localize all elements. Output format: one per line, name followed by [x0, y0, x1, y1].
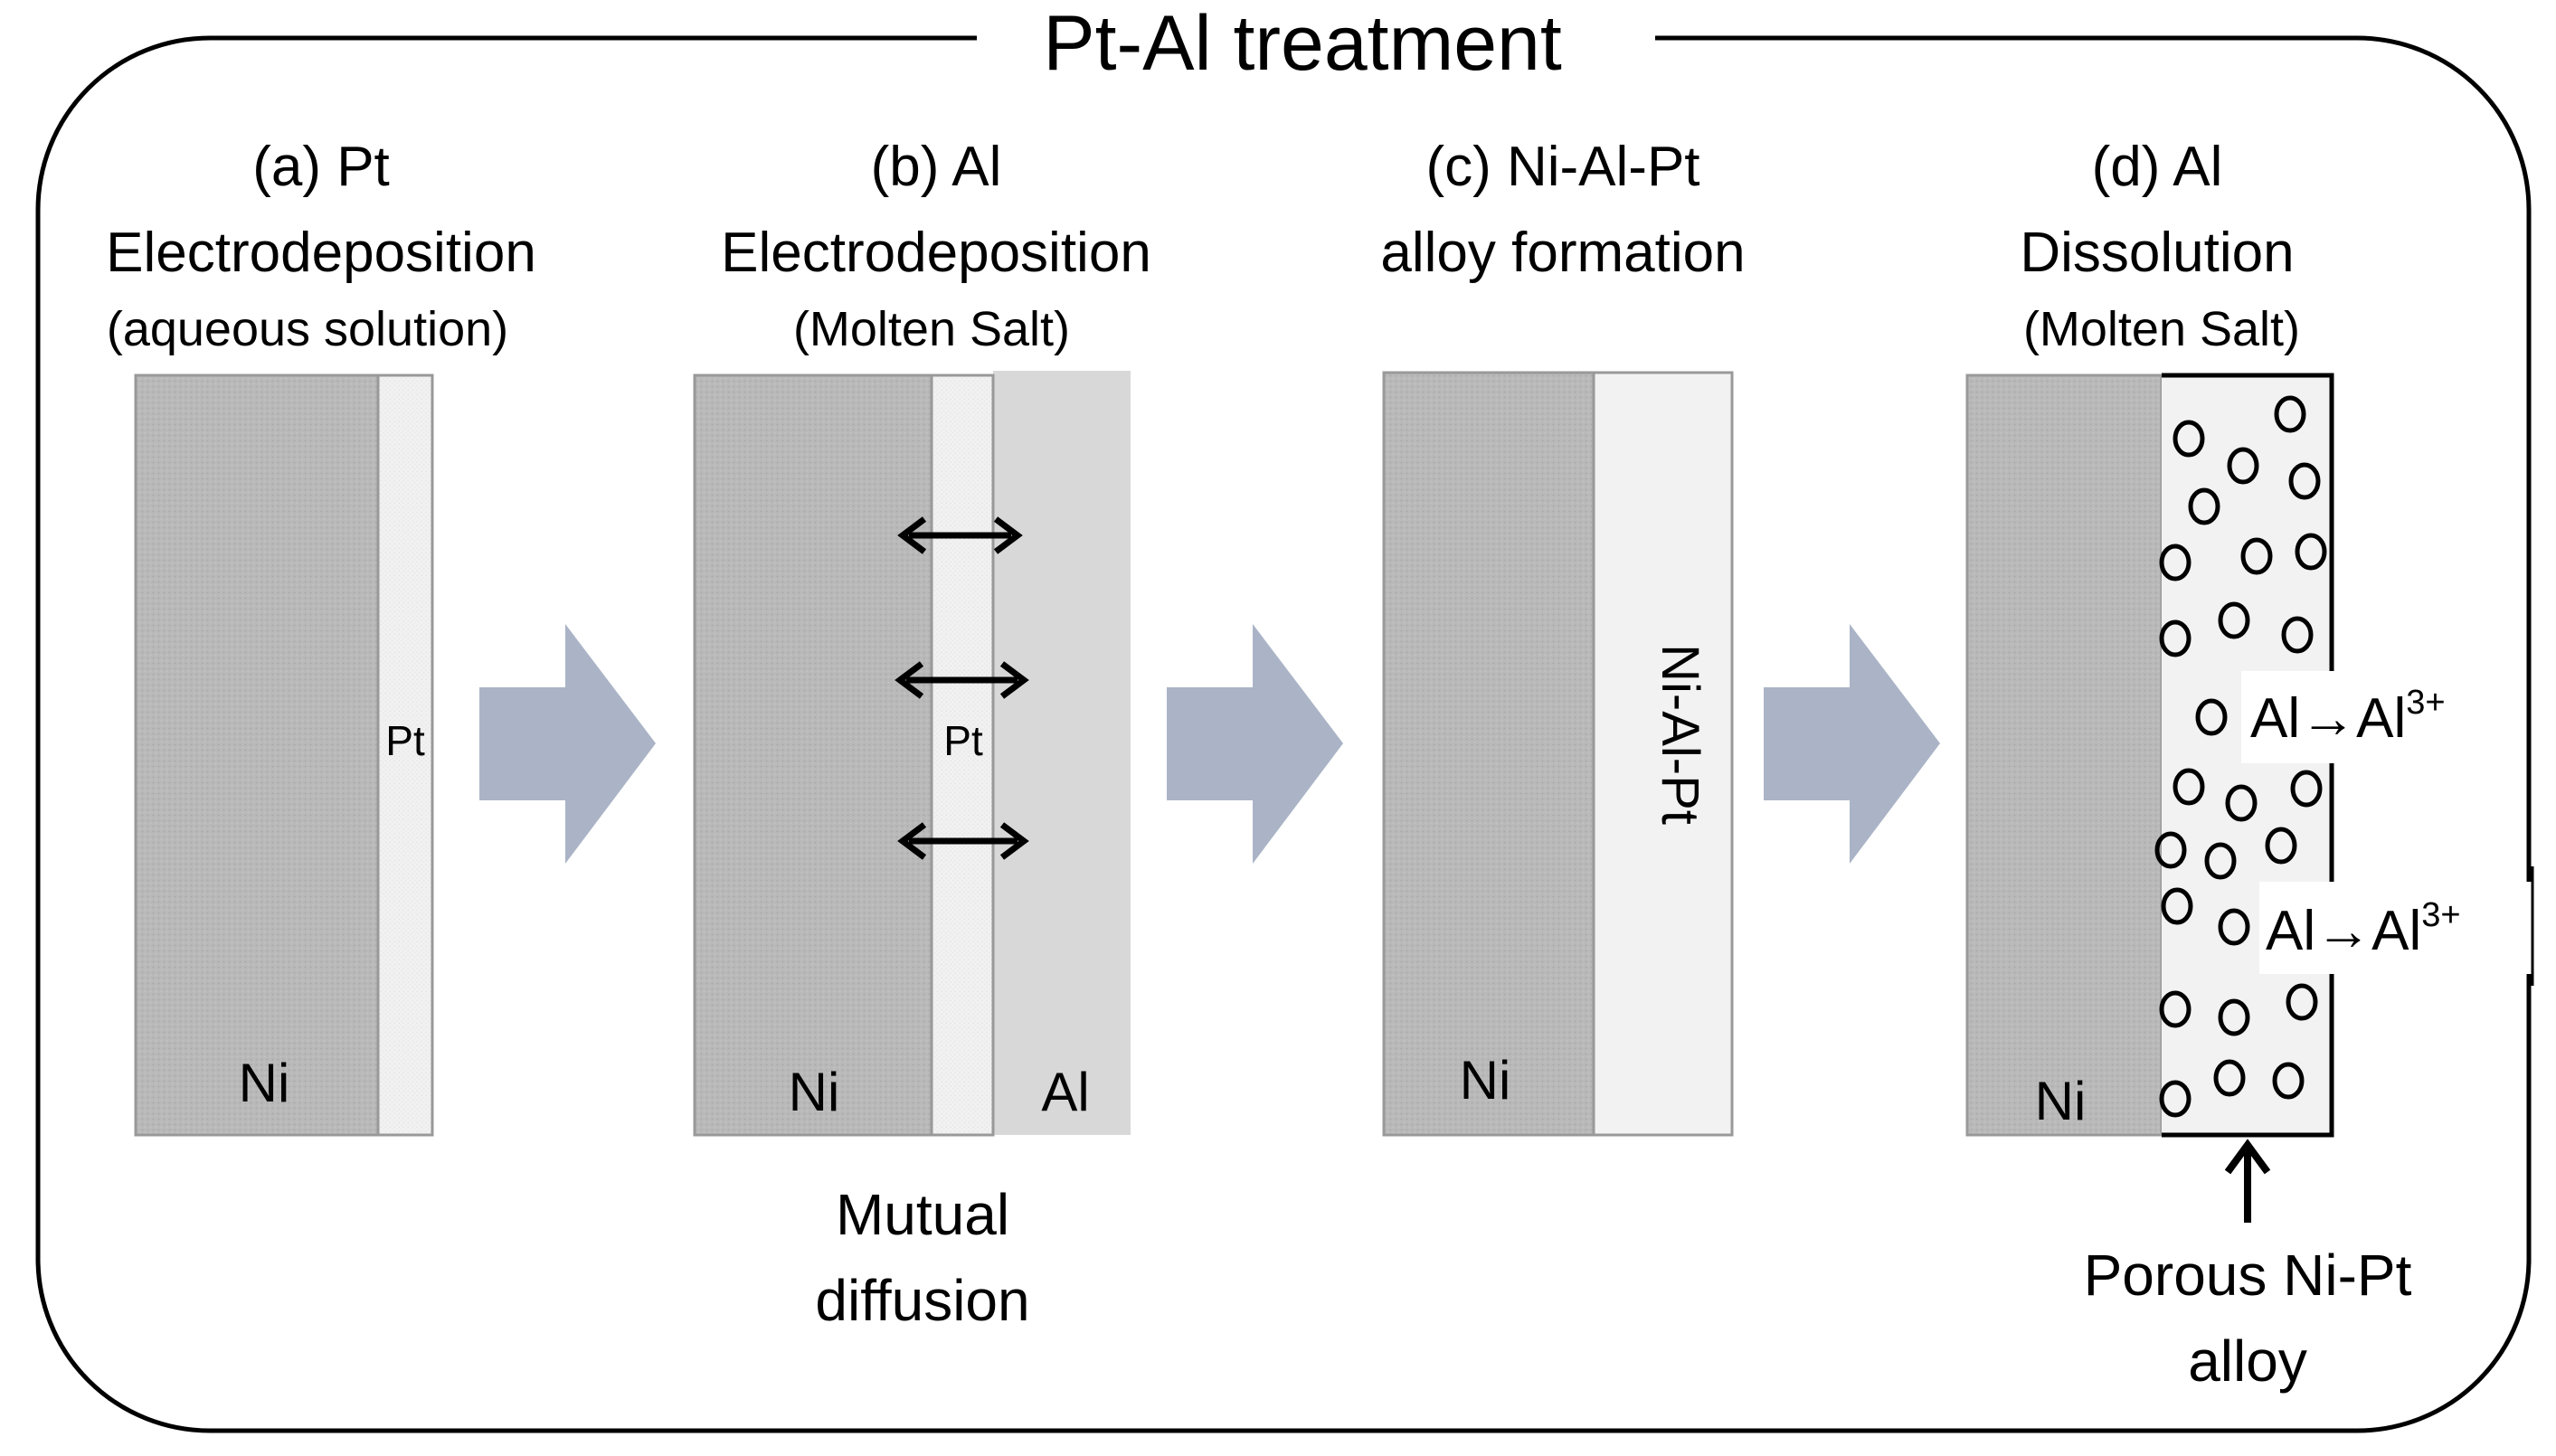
step-a-subheading: Electrodeposition	[106, 222, 536, 284]
step-c-subheading: alloy formation	[1380, 222, 1745, 284]
pore-icon	[2295, 533, 2327, 571]
reaction-label-bg	[2259, 882, 2534, 974]
mutual-diffusion-label-line2: diffusion	[815, 1268, 1029, 1333]
pt-label: Pt	[385, 717, 425, 764]
ni-label: Ni	[2035, 1071, 2087, 1131]
pore-icon	[2227, 447, 2259, 485]
pore-icon	[2204, 842, 2237, 880]
pore-icon	[2218, 908, 2250, 946]
ni-label: Ni	[789, 1062, 840, 1122]
step-b-heading: (b) Al	[871, 136, 1002, 198]
diagram-title: Pt-Al treatment	[1043, 0, 1562, 87]
pore-icon	[2159, 619, 2192, 657]
title-gap	[977, 18, 1655, 63]
diffusion-arrow-icon	[897, 822, 1029, 860]
pore-icon	[2173, 768, 2205, 806]
step-d-subheading: Dissolution	[2020, 222, 2294, 284]
porous-alloy-label-line1: Porous Ni-Pt	[2084, 1243, 2412, 1308]
pore-icon	[2240, 537, 2273, 575]
pore-icon	[2225, 784, 2258, 822]
reaction-label: Al→Al3+	[2250, 684, 2446, 750]
pt-layer	[930, 373, 995, 1137]
ni-label: Ni	[1460, 1050, 1511, 1111]
pore-icon	[2159, 990, 2192, 1028]
step-c-heading: (c) Ni-Al-Pt	[1425, 136, 1699, 198]
pore-icon	[2188, 487, 2220, 525]
reaction-label-bg	[2241, 671, 2494, 763]
pore-icon	[2290, 770, 2323, 808]
pore-icon	[2161, 887, 2193, 925]
pore-icon	[2159, 1080, 2192, 1118]
process-arrow-icon	[479, 624, 656, 864]
step-b-medium: (Molten Salt)	[793, 302, 1070, 356]
step-b-subheading: Electrodeposition	[721, 222, 1151, 284]
mutual-diffusion-label-line1: Mutual	[836, 1182, 1009, 1247]
pore-icon	[2218, 601, 2250, 639]
ni-label: Ni	[239, 1053, 290, 1113]
ni-layer	[693, 373, 933, 1137]
up-arrow-icon	[2224, 1139, 2271, 1223]
ni-layer	[1382, 371, 1595, 1137]
pore-icon	[2213, 1059, 2246, 1097]
ni-al-pt-alloy-layer	[1592, 371, 1734, 1137]
step-d-heading: (d) Al	[2092, 136, 2223, 198]
diffusion-arrow-icon	[895, 661, 1029, 699]
pore-icon	[2288, 462, 2321, 500]
pore-icon	[2272, 1062, 2305, 1100]
diffusion-arrow-icon	[897, 516, 1023, 554]
pore-icon	[2159, 544, 2192, 581]
step-a-heading: (a) Pt	[252, 136, 390, 198]
pore-icon	[2154, 831, 2187, 869]
pore-icon	[2265, 827, 2297, 865]
pore-icon	[2274, 395, 2306, 433]
al-label: Al	[1041, 1062, 1089, 1122]
pore-icon	[2195, 698, 2228, 736]
pt-layer	[376, 373, 434, 1137]
ni-layer	[1965, 373, 2163, 1137]
step-b: (b) Al Electrodeposition (Molten Salt) P…	[693, 136, 1151, 1333]
pore-icon	[2286, 983, 2318, 1021]
al-layer	[993, 371, 1131, 1135]
pore-icon	[2218, 998, 2250, 1036]
pore-icon	[2173, 420, 2205, 458]
alloy-label: Ni-Al-Pt	[1651, 644, 1709, 825]
step-a: (a) Pt Electrodeposition (aqueous soluti…	[106, 136, 536, 1137]
step-c: (c) Ni-Al-Pt alloy formation Ni Ni-Al-Pt	[1380, 136, 1746, 1137]
step-d: (d) Al Dissolution (Molten Salt)	[1965, 136, 2534, 1394]
ni-layer	[134, 373, 380, 1137]
pore-icon	[2281, 616, 2314, 654]
step-d-medium: (Molten Salt)	[2023, 302, 2300, 356]
reaction-label: Al→Al3+	[2266, 896, 2461, 962]
porous-alloy-label-line2: alloy	[2188, 1328, 2307, 1394]
process-arrow-icon	[1764, 624, 1940, 864]
pores	[2154, 395, 2327, 1118]
process-arrow-icon	[1167, 624, 1343, 864]
step-a-medium: (aqueous solution)	[107, 302, 508, 356]
pt-label: Pt	[943, 717, 983, 764]
